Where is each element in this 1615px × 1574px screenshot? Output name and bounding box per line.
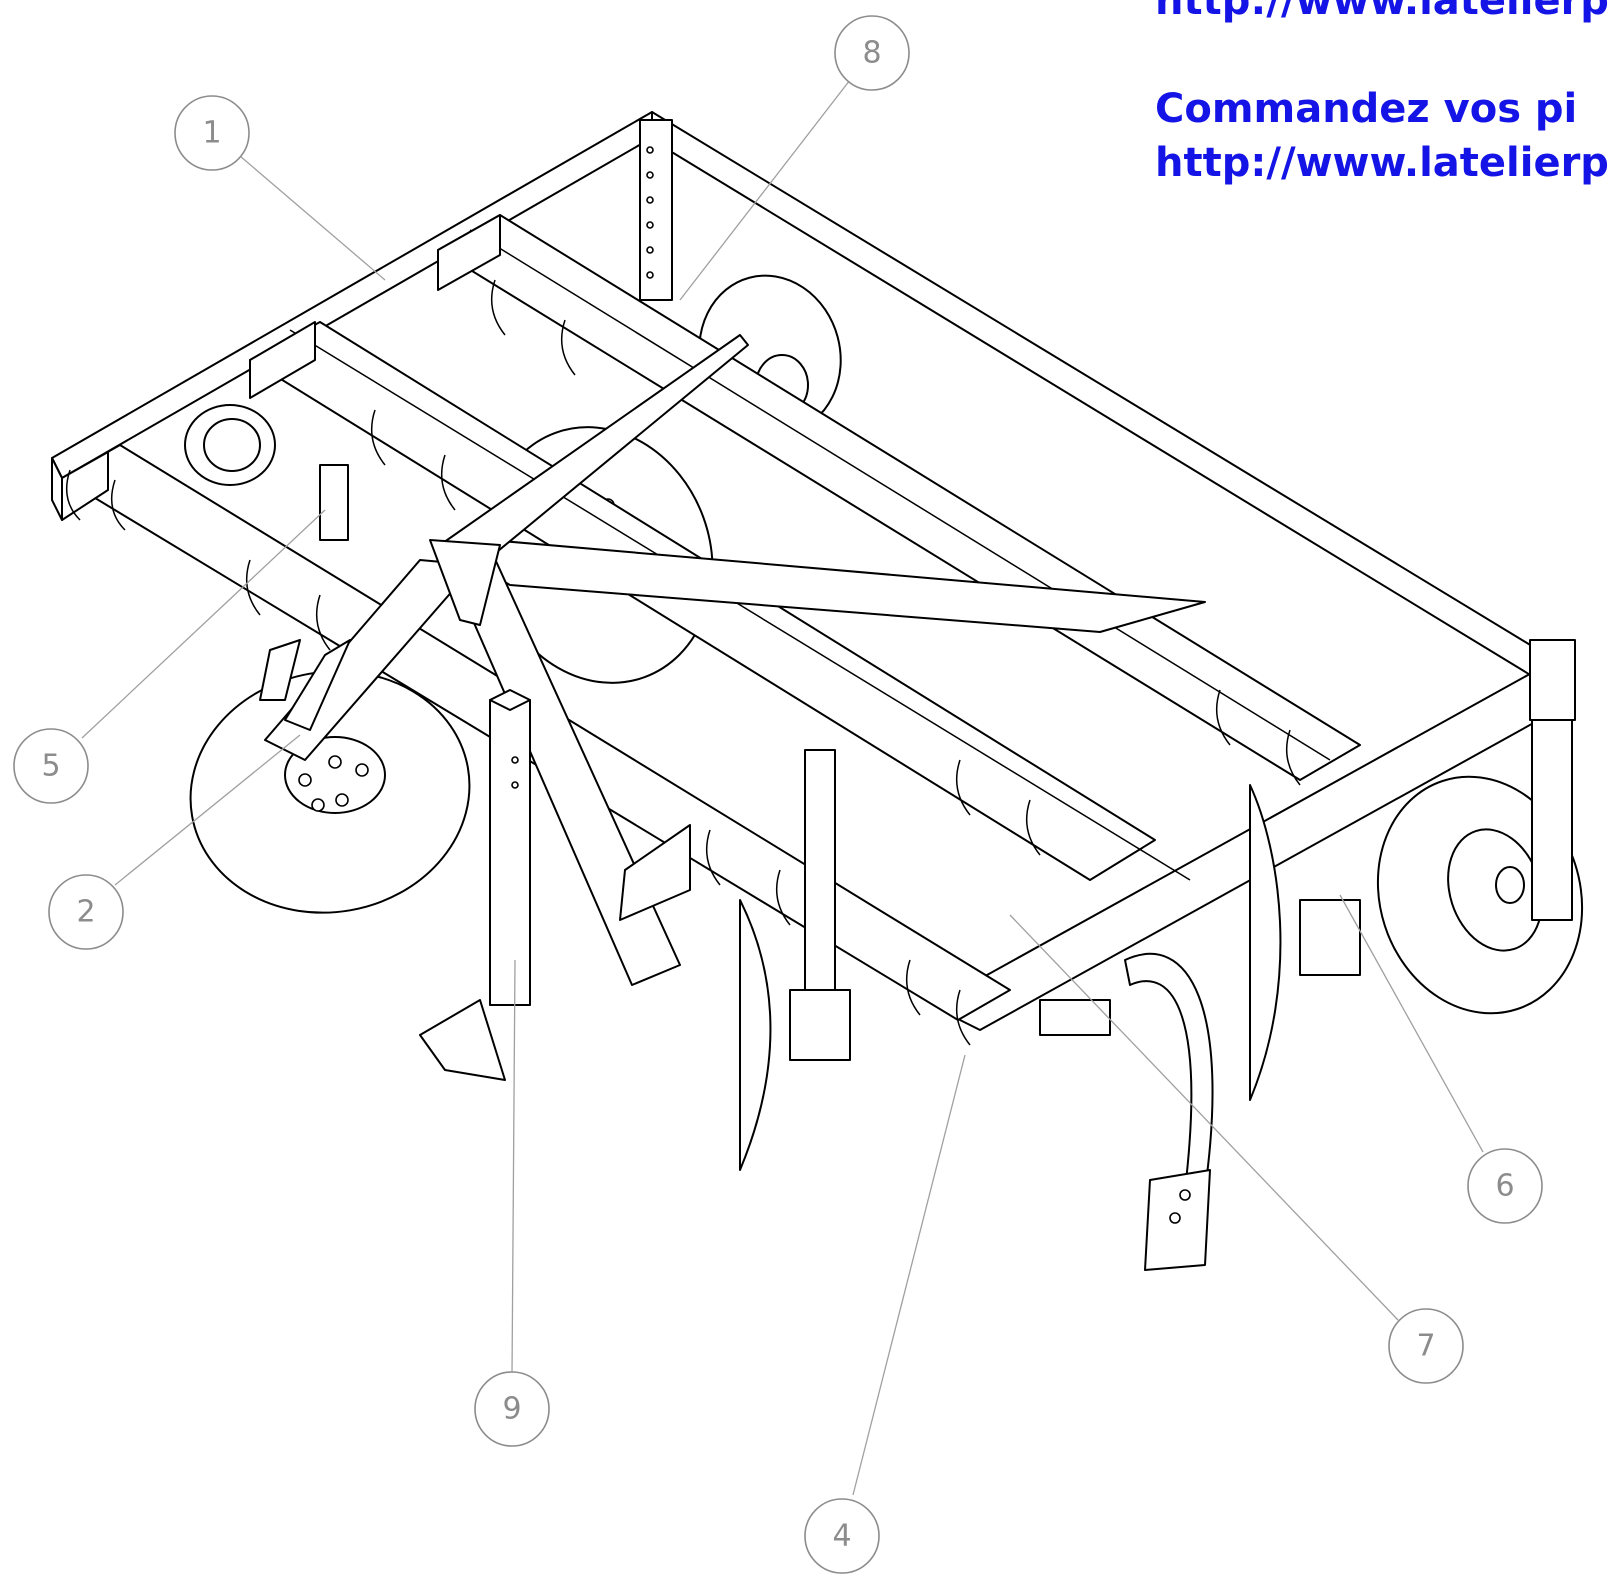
hitch-drawbar — [264, 334, 1206, 986]
order-parts-text: Commandez vos pi — [1155, 86, 1578, 132]
callout-5[interactable]: 5 — [13, 728, 89, 804]
callout-label-9: 9 — [502, 1392, 521, 1427]
callout-1[interactable]: 1 — [174, 95, 250, 171]
callout-label-8: 8 — [862, 36, 881, 71]
callout-9[interactable]: 9 — [474, 1371, 550, 1447]
callout-label-4: 4 — [832, 1519, 851, 1554]
callout-6[interactable]: 6 — [1467, 1148, 1543, 1224]
callout-label-2: 2 — [76, 895, 95, 930]
curved-tine — [1124, 952, 1214, 1271]
spring-coil — [184, 404, 276, 486]
left-disc — [189, 670, 471, 914]
leader-lines — [81, 79, 1484, 1496]
coulter-blades — [739, 784, 1361, 1171]
website-url-top[interactable]: http://www.latelierp — [1155, 0, 1609, 24]
callout-2[interactable]: 2 — [48, 874, 124, 950]
callout-label-5: 5 — [41, 749, 60, 784]
website-url[interactable]: http://www.latelierp — [1155, 140, 1609, 186]
cross-tubes — [61, 214, 501, 521]
callout-label-7: 7 — [1416, 1329, 1435, 1364]
callout-4[interactable]: 4 — [804, 1498, 880, 1574]
callout-7[interactable]: 7 — [1388, 1308, 1464, 1384]
callout-8[interactable]: 8 — [834, 15, 910, 91]
straight-shank — [419, 689, 531, 1081]
callout-label-6: 6 — [1495, 1169, 1514, 1204]
clamp-brackets — [65, 279, 1301, 1046]
callout-label-1: 1 — [202, 116, 221, 151]
left-tine — [259, 639, 301, 701]
